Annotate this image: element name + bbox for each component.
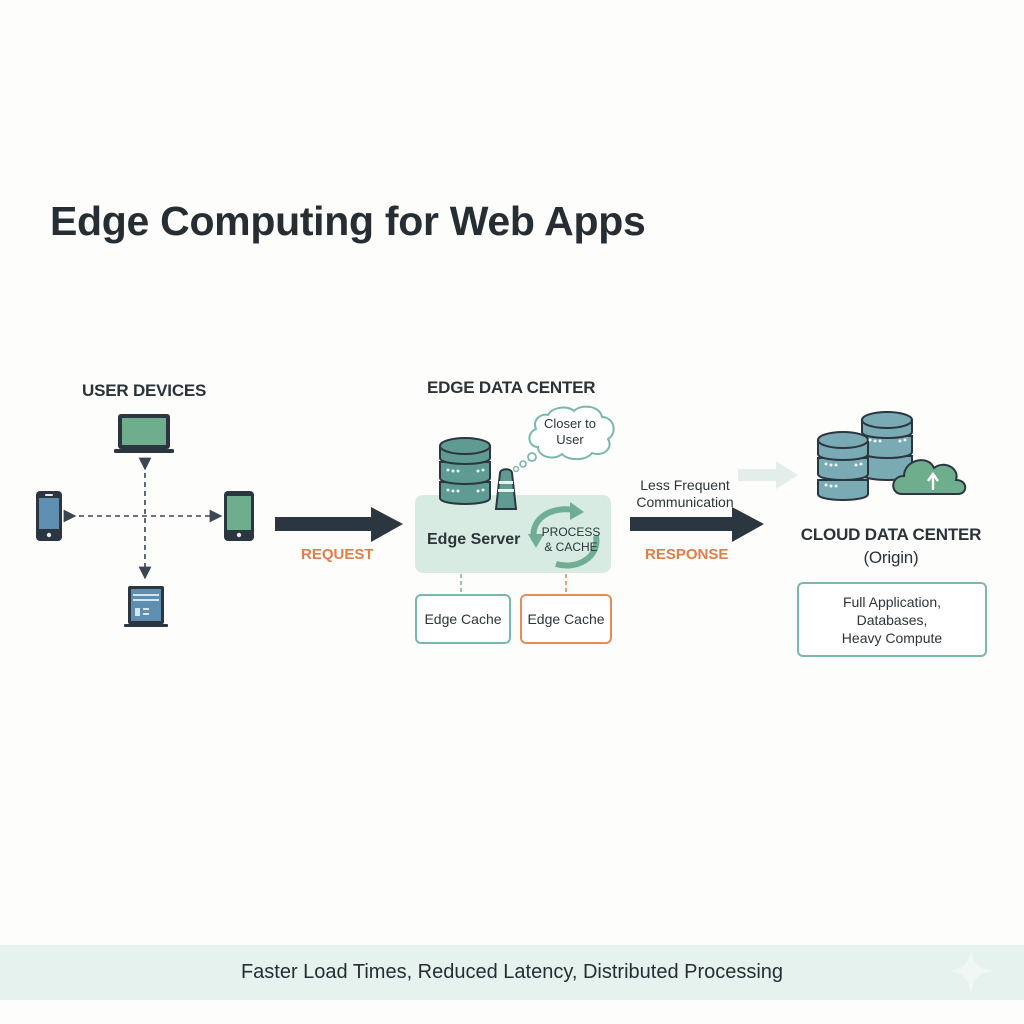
response-label: RESPONSE (645, 546, 729, 563)
sparkle-icon (948, 948, 994, 994)
edge-server-label: Edge Server (427, 531, 521, 548)
cloud-details-box: Full Application, Databases, Heavy Compu… (797, 582, 987, 657)
edge-cache-box-1: Edge Cache (415, 594, 511, 644)
footer-text: Faster Load Times, Reduced Latency, Dist… (240, 961, 784, 983)
user-devices-label: USER DEVICES (82, 381, 207, 400)
tablet-icon (224, 491, 254, 541)
closer-to-user-text: Closer to User (543, 416, 597, 447)
cloud-detail-line: Heavy Compute (841, 629, 943, 646)
cloud-database-icon (817, 411, 967, 501)
cloud-detail-line: Databases, (856, 611, 928, 628)
page-title: Edge Computing for Web Apps (50, 198, 646, 244)
process-cycle-icon (528, 502, 600, 569)
edge-cache-box-2: Edge Cache (520, 594, 612, 644)
footer-banner: Faster Load Times, Reduced Latency, Dist… (0, 945, 1024, 1000)
desktop-app-icon (124, 586, 168, 627)
cloud-label-line2: (Origin) (863, 548, 919, 567)
response-arrow (630, 507, 764, 542)
request-arrow (275, 507, 403, 542)
device-connection-arrows (63, 457, 223, 580)
cloud-data-center-label: CLOUD DATA CENTER (Origin) (798, 523, 984, 569)
smartphone-icon (36, 491, 62, 541)
request-label: REQUEST (301, 546, 374, 563)
cloud-label-line1: CLOUD DATA CENTER (800, 525, 982, 544)
edge-data-center-label: EDGE DATA CENTER (427, 378, 596, 397)
edge-tower-icon (494, 468, 518, 510)
edge-database-icon (439, 437, 491, 505)
cache-connectors (460, 574, 567, 594)
cloud-detail-line: Full Application, (842, 593, 942, 610)
laptop-icon (114, 414, 174, 453)
process-cache-label: PROCESS & CACHE (541, 525, 601, 554)
less-frequent-arrow (738, 461, 798, 489)
less-frequent-communication-label: Less Frequent Communication (636, 477, 734, 510)
thought-bubble (512, 405, 615, 473)
